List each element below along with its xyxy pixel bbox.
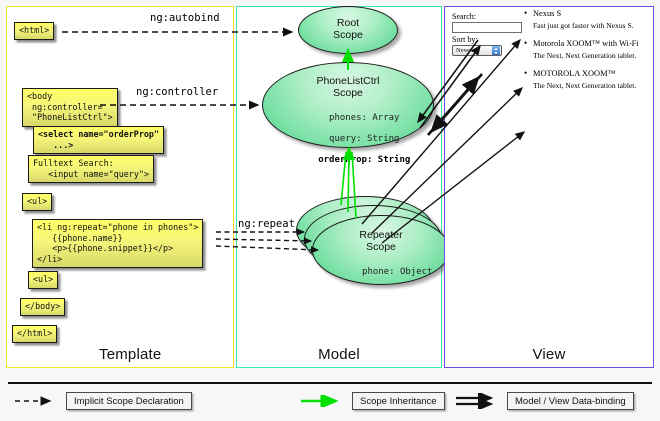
- edge-label-autobind: ng:autobind: [150, 12, 220, 24]
- phone-name: Nexus S: [524, 7, 652, 20]
- ctrl-scope-title-line1: PhoneListCtrl: [316, 75, 380, 87]
- code-box-search-input: Fulltext Search: <input name="query">: [28, 155, 154, 183]
- legend: Implicit Scope Declaration Scope Inherit…: [0, 390, 660, 418]
- ctrl-scope-prop-phones: phones: Array: [329, 112, 400, 123]
- list-item: Nexus S Fast just got faster with Nexus …: [524, 7, 652, 32]
- ctrl-scope-title-line2: Scope: [333, 87, 363, 99]
- dashed-arrow-icon: [15, 396, 52, 406]
- view-search-form: Search: Sort by: Newest: [452, 12, 524, 56]
- code-box-ul-close: <ul>: [28, 271, 59, 289]
- ctrl-scope-prop-query: query: String: [329, 133, 400, 144]
- phonelistctrl-scope-node: PhoneListCtrl Scope phones: Array query:…: [262, 62, 434, 165]
- code-box-html-close: </html>: [12, 325, 58, 343]
- legend-label-implicit: Implicit Scope Declaration: [66, 392, 192, 410]
- repeater-scope-title-line1: Repeater: [359, 229, 403, 241]
- legend-item-inheritance: Scope Inheritance: [300, 392, 445, 410]
- legend-item-implicit: Implicit Scope Declaration: [14, 392, 192, 410]
- panel-label-template: Template: [99, 346, 162, 363]
- phone-snippet: The Next, Next Generation tablet.: [533, 51, 637, 60]
- repeater-scope-prop-phone: phone: Object: [362, 266, 433, 277]
- list-item: Motorola XOOM™ with Wi-Fi The Next, Next…: [524, 37, 652, 62]
- sort-by-select[interactable]: Newest: [452, 45, 502, 56]
- phone-snippet: Fast just got faster with Nexus S.: [533, 21, 634, 30]
- panel-model: Model: [236, 6, 442, 368]
- root-scope-title-line2: Scope: [333, 29, 363, 41]
- legend-label-databinding: Model / View Data-binding: [507, 392, 634, 410]
- legend-label-inheritance: Scope Inheritance: [352, 392, 445, 410]
- search-input[interactable]: [452, 22, 522, 33]
- code-box-body-open: <body ng:controller= "PhoneListCtrl">: [22, 88, 118, 127]
- code-box-ul-open: <ul>: [22, 193, 53, 211]
- root-scope-node: Root Scope: [298, 6, 398, 54]
- double-arrow-icon: [456, 393, 494, 409]
- root-scope-title-line1: Root: [336, 17, 360, 29]
- edge-label-controller: ng:controller: [136, 86, 219, 98]
- ctrl-scope-prop-orderprop: orderProp: String: [318, 154, 411, 165]
- edge-label-repeat: ng:repeat: [238, 218, 295, 230]
- phone-name: MOTOROLA XOOM™: [524, 67, 652, 80]
- search-label: Search:: [452, 12, 476, 21]
- chevron-updown-icon: [492, 46, 500, 55]
- sort-by-selected-value: Newest: [456, 47, 476, 54]
- code-box-select: <select name="orderProp" ...>: [33, 126, 165, 154]
- list-item: MOTOROLA XOOM™ The Next, Next Generation…: [524, 67, 652, 92]
- repeater-scope-title-line2: Scope: [366, 241, 396, 253]
- panel-label-view: View: [532, 346, 566, 363]
- repeater-scope-node: Repeater Scope phone: Object: [312, 215, 450, 285]
- panel-label-model: Model: [318, 346, 360, 363]
- code-box-html-open: <html>: [14, 22, 55, 40]
- legend-item-databinding: Model / View Data-binding: [455, 392, 634, 410]
- code-box-li-repeat: <li ng:repeat="phone in phones"> {{phone…: [32, 219, 204, 268]
- phone-snippet: The Next, Next Generation tablet.: [533, 81, 637, 90]
- code-box-body-close: </body>: [20, 298, 66, 316]
- phone-name: Motorola XOOM™ with Wi-Fi: [524, 37, 652, 50]
- legend-divider: [8, 382, 652, 384]
- green-arrow-icon: [301, 395, 339, 407]
- sort-by-label: Sort by:: [452, 35, 478, 44]
- phone-list: Nexus S Fast just got faster with Nexus …: [524, 7, 652, 98]
